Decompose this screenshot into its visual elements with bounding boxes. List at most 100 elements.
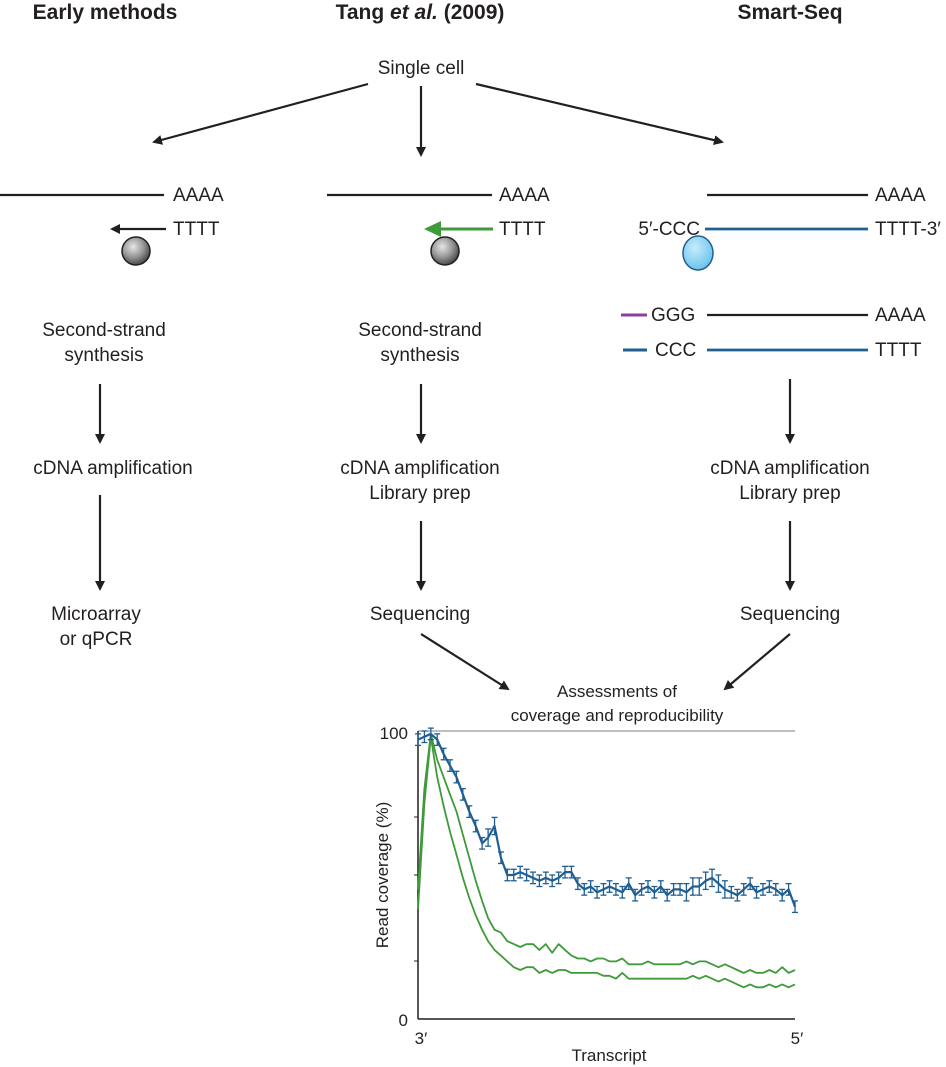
error-bar-smart_seq bbox=[766, 880, 773, 893]
error-bar-smart_seq bbox=[696, 877, 703, 896]
smart-polya: AAAA bbox=[875, 185, 926, 206]
error-bar-smart_seq bbox=[594, 885, 601, 899]
error-bar-smart_seq bbox=[479, 836, 486, 850]
error-bar-smart_seq bbox=[581, 882, 588, 896]
error-bar-smart_seq bbox=[759, 882, 766, 896]
series-line-tang_upper bbox=[417, 733, 796, 974]
smart-step2-line1: cDNA amplification bbox=[710, 458, 869, 479]
error-bar-smart_seq bbox=[721, 880, 728, 899]
smart-rt-bead bbox=[682, 235, 714, 271]
error-bar-smart_seq bbox=[792, 900, 798, 914]
smart-polyt3: TTTT-3′ bbox=[875, 219, 941, 240]
tang-rt-bead bbox=[430, 236, 460, 266]
assessment-line1: Assessments of bbox=[557, 682, 677, 701]
error-bar-smart_seq bbox=[709, 868, 716, 888]
error-bar-smart_seq bbox=[472, 819, 479, 833]
error-bar-smart_seq bbox=[747, 877, 754, 891]
chart-x-tick-label-5prime: 5′ bbox=[791, 1029, 804, 1048]
error-bar-smart_seq bbox=[459, 787, 466, 801]
error-bar-smart_seq bbox=[504, 868, 511, 882]
tang-step1-line1: Second-strand bbox=[358, 320, 482, 341]
early-step2: cDNA amplification bbox=[33, 458, 192, 479]
tang-step3: Sequencing bbox=[370, 604, 470, 625]
error-bar-smart_seq bbox=[574, 877, 581, 891]
error-bar-smart_seq bbox=[485, 828, 492, 847]
error-bar-smart_seq bbox=[491, 816, 498, 836]
error-bar-smart_seq bbox=[453, 770, 460, 784]
early-step3-line2: or qPCR bbox=[60, 629, 133, 650]
error-bar-smart_seq bbox=[600, 882, 607, 896]
error-bar-smart_seq bbox=[440, 747, 447, 761]
error-bar-smart_seq bbox=[734, 888, 741, 902]
error-bar-smart_seq bbox=[466, 805, 473, 819]
error-bar-smart_seq bbox=[644, 880, 651, 893]
tang-arrow-to-assessment bbox=[420, 633, 510, 691]
single-cell-label: Single cell bbox=[378, 58, 465, 79]
error-bar-smart_seq bbox=[434, 733, 441, 747]
smart-arrow-to-assessment bbox=[723, 633, 791, 691]
error-bar-smart_seq bbox=[651, 885, 658, 899]
smart-polyt: TTTT bbox=[875, 340, 922, 361]
early-rt-bead bbox=[121, 236, 151, 266]
series-line-tang_lower bbox=[417, 735, 796, 989]
error-bar-smart_seq bbox=[702, 871, 709, 891]
tang-step2-line2: Library prep bbox=[369, 483, 470, 504]
error-bar-smart_seq bbox=[619, 885, 626, 899]
smart-step3: Sequencing bbox=[740, 604, 840, 625]
tang-column: AAAA TTTT Second-strand synthesis cDNA a… bbox=[327, 185, 550, 691]
error-bar-smart_seq bbox=[517, 865, 524, 879]
early-polyt: TTTT bbox=[173, 219, 220, 240]
error-bar-smart_seq bbox=[632, 888, 639, 902]
series-line-smart_seq bbox=[417, 732, 797, 908]
error-bar-smart_seq bbox=[536, 874, 543, 888]
error-bar-smart_seq bbox=[740, 882, 747, 896]
header-tang-year: (2009) bbox=[438, 1, 505, 24]
error-bar-smart_seq bbox=[753, 885, 760, 899]
error-bar-smart_seq bbox=[542, 871, 549, 885]
assessment-line2: coverage and reproducibility bbox=[511, 706, 724, 725]
chart-y-axis-label: Read coverage (%) bbox=[373, 802, 392, 948]
header-tang-prefix: Tang bbox=[336, 1, 390, 24]
smart-polya-2: AAAA bbox=[875, 305, 926, 326]
chart-y-tick-label-100: 100 bbox=[380, 724, 408, 743]
smart-step2-line2: Library prep bbox=[739, 483, 840, 504]
early-column: AAAA TTTT Second-strand synthesis cDNA a… bbox=[0, 185, 224, 650]
arrow-to-early bbox=[152, 82, 369, 145]
header-early-methods: Early methods bbox=[33, 1, 178, 24]
error-bar-smart_seq bbox=[523, 868, 530, 882]
error-bar-smart_seq bbox=[606, 880, 613, 893]
error-bar-smart_seq bbox=[785, 882, 792, 896]
early-step1-line1: Second-strand bbox=[42, 320, 166, 341]
error-bar-smart_seq bbox=[728, 885, 735, 899]
early-step3-line1: Microarray bbox=[51, 604, 141, 625]
error-bar-smart_seq bbox=[415, 733, 421, 747]
chart-y-tick-label-0: 0 bbox=[399, 1011, 408, 1030]
read-coverage-chart: 100 0 3′ 5′ Transcript Read coverage (%) bbox=[373, 724, 803, 1065]
error-bar-smart_seq bbox=[715, 874, 722, 893]
header-smart-seq: Smart-Seq bbox=[737, 1, 842, 24]
error-bar-smart_seq bbox=[447, 759, 454, 772]
smart-five-ccc: 5′-CCC bbox=[638, 219, 700, 240]
tang-polyt: TTTT bbox=[499, 219, 546, 240]
chart-series-layer bbox=[415, 727, 798, 989]
error-bar-smart_seq bbox=[677, 882, 684, 896]
error-bar-smart_seq bbox=[568, 865, 575, 879]
error-bar-smart_seq bbox=[670, 882, 677, 896]
smart-column: AAAA 5′-CCC TTTT-3′ GGG AAAA CCC TTTT cD… bbox=[621, 185, 941, 691]
smart-ggg: GGG bbox=[651, 305, 695, 326]
arrow-to-smart bbox=[475, 82, 724, 146]
error-bar-smart_seq bbox=[625, 877, 632, 891]
chart-x-axis-label: Transcript bbox=[572, 1046, 647, 1065]
chart-x-tick-label-3prime: 3′ bbox=[415, 1029, 428, 1048]
smart-ccc: CCC bbox=[655, 340, 696, 361]
tang-rt-arrowhead bbox=[424, 221, 441, 237]
tang-step1-line2: synthesis bbox=[380, 345, 459, 366]
header-tang-2009: Tang et al. (2009) bbox=[336, 1, 505, 24]
error-bar-smart_seq bbox=[421, 730, 428, 744]
error-bar-smart_seq bbox=[612, 882, 619, 896]
header-tang-etal: et al. bbox=[390, 1, 438, 24]
tang-step2-line1: cDNA amplification bbox=[340, 458, 499, 479]
error-bar-smart_seq bbox=[587, 880, 594, 893]
error-bar-smart_seq bbox=[664, 888, 671, 902]
